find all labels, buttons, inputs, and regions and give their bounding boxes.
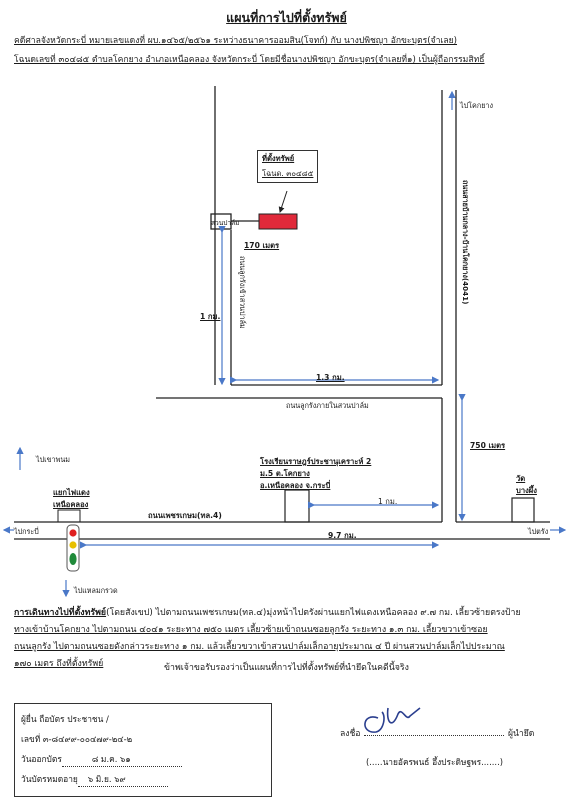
traffic-light-green: [69, 553, 77, 565]
school-label: โรงเรียนราษฎร์ประชานุเคราะห์ 2 ม.5 ต.โคก…: [260, 456, 371, 492]
route-heading: การเดินทางไปที่ตั้งทรัพย์: [14, 608, 107, 618]
to-krabi-label: ไปกระบี่: [14, 527, 39, 536]
temple-building: [511, 497, 535, 523]
certification-statement: ข้าพเจ้าขอรับรองว่าเป็นแผนที่การไปที่ตั้…: [164, 663, 409, 673]
highway-label: ถนนเพชรเกษม(ทล.4): [148, 511, 222, 520]
route-line-1: การเดินทางไปที่ตั้งทรัพย์(โดยสังเขป) ไปต…: [14, 605, 562, 622]
id-row-3: วันออกบัตร๘ ม.ค. ๖๑: [21, 752, 182, 767]
sign-label: ลงชื่อ: [340, 729, 361, 739]
property-label-title: ที่ตั้งทรัพย์: [262, 154, 295, 163]
school-building: [284, 489, 310, 523]
temple-label: วัด บางผึ้ง: [516, 473, 537, 497]
id-row-2: เลขที่ ๓-๘๔๙๙-๐๐๔๗๙-๒๔-๒: [21, 734, 133, 744]
id-card-box: ผู้ยื่น ถือบัตร ประชาชน / เลขที่ ๓-๘๔๙๙-…: [14, 703, 272, 797]
distance-1km-mid: 1 กม.: [378, 497, 398, 506]
signature-scribble: [364, 707, 421, 733]
temple-label-line2: บางผึ้ง: [516, 486, 537, 495]
distance-170m: 170 เมตร: [244, 241, 280, 250]
temple-label-line1: วัด: [516, 474, 526, 483]
traffic-light-yellow: [69, 541, 77, 549]
school-address-1: ม.5 ต.โคกยาง: [260, 469, 310, 478]
to-trang-label: ไปตรัง: [528, 527, 549, 536]
route-line-2: ทางเข้าบ้านโคกยาง ไปตามถนน ๔๐๔๑ ระยะทาง …: [14, 625, 488, 635]
to-laemkruat-label: ไปแหลมกรวด: [74, 586, 118, 595]
property-label-box: ที่ตั้งทรัพย์ โฉนด. ๓๐๔๘๕: [257, 150, 319, 183]
junction-label: แยกไฟแดง เหนือคลอง: [53, 487, 90, 511]
page-title: แผนที่การไปที่ตั้งทรัพย์: [226, 10, 347, 25]
expiry-date-value: ๖ มิ.ย. ๖๙: [77, 772, 168, 787]
soi-road-vertical-label: ถนนลูกรังเข้าสวนปาล์ม: [238, 256, 247, 329]
id-row-1: ผู้ยื่น ถือบัตร ประชาชน /: [21, 714, 109, 724]
route-description: การเดินทางไปที่ตั้งทรัพย์(โดยสังเขป) ไปต…: [14, 605, 562, 673]
route-heading-suffix: (โดยสังเขป): [106, 608, 153, 618]
to-khaophanom-label: ไปเขาพนม: [36, 455, 70, 464]
property-plot: [258, 213, 298, 230]
junction-marker: [57, 509, 81, 523]
distance-9-7km: 9.7 กม.: [328, 531, 357, 540]
expiry-date-label: วันบัตรหมดอายุ: [21, 774, 78, 784]
issue-date-label: วันออกบัตร: [21, 754, 62, 764]
distance-750m: 750 เมตร: [470, 441, 506, 450]
route-line-3: ถนนลูกรัง ไปตามถนนซอยดังกล่าวระยะทาง ๑ ก…: [14, 642, 505, 652]
route-line-1-text: ไปตามถนนเพชรเกษม(ทล.๔)มุ่งหน้าไปตรังผ่าน…: [152, 608, 521, 618]
palm-label: สวนปาล์ม: [211, 219, 240, 227]
distance-1-3km: 1.3 กม.: [316, 373, 345, 382]
route-line-4: ๑๗๐ เมตร ถึงที่ตั้งทรัพย์: [14, 659, 104, 669]
signer-role: ผู้นำยึด: [508, 729, 535, 739]
junction-label-line1: แยกไฟแดง: [53, 488, 90, 497]
property-pointer: [278, 190, 288, 213]
signature-line: [364, 735, 504, 736]
signer-name: (.....นายอัครพนธ์ อึ้งประดิษฐพร.......): [366, 757, 503, 767]
soi-road-horizontal-label: ถนนลูกรังภายในสวนปาล์ม: [286, 401, 369, 410]
case-header-line-2: โฉนดเลขที่ ๓๐๔๘๕ ตำบลโคกยาง อำเภอเหนือคล…: [14, 55, 485, 65]
issue-date-value: ๘ ม.ค. ๖๑: [61, 752, 182, 767]
road-4041-label: ถนนสายบ้านกลาง-บ้านโคกยาง(4041): [461, 180, 470, 305]
junction-label-line2: เหนือคลอง: [53, 500, 89, 509]
distance-1km-vertical: 1 กม.: [200, 312, 221, 321]
to-khokyang-label: ไปโคกยาง: [460, 101, 493, 110]
id-row-4: วันบัตรหมดอายุ๖ มิ.ย. ๖๙: [21, 772, 168, 787]
school-address-2: อ.เหนือคลอง จ.กระบี่: [260, 481, 331, 490]
school-name: โรงเรียนราษฎร์ประชานุเคราะห์ 2: [260, 457, 372, 466]
property-deed-number: โฉนด. ๓๐๔๘๕: [262, 169, 314, 178]
traffic-light-red: [69, 529, 77, 537]
case-header-line-1: คดีศาลจังหวัดกระบี่ หมายเลขแดงที่ ผบ.๑๔๖…: [14, 36, 458, 46]
